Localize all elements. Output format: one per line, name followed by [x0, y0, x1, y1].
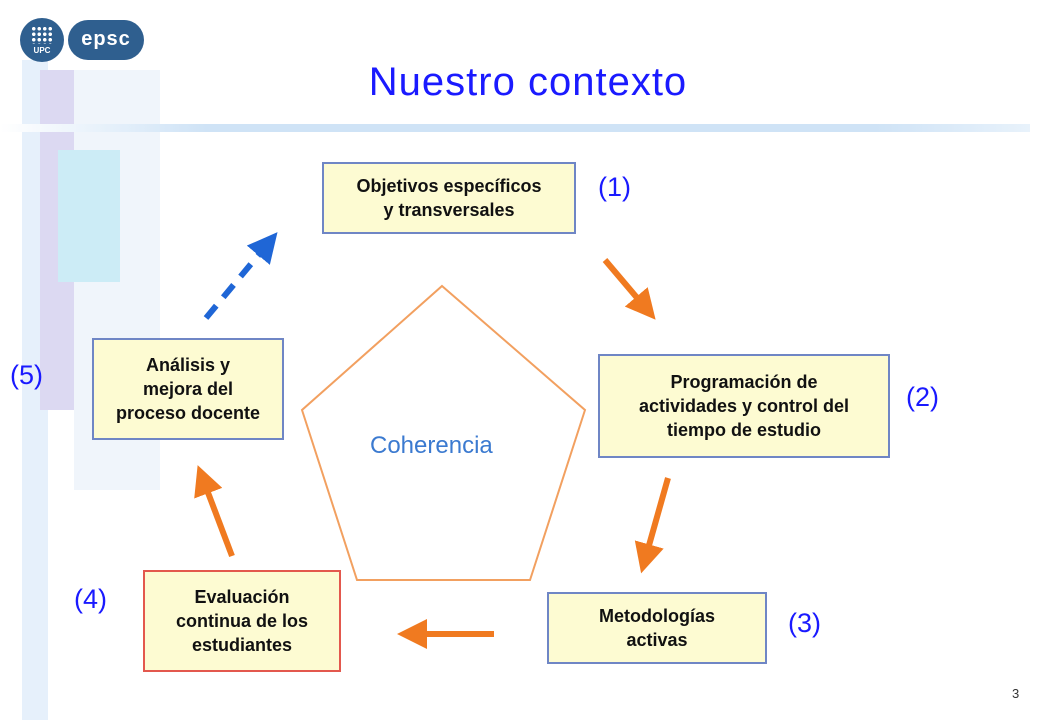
step-box-5: Análisis y mejora del proceso docente [92, 338, 284, 440]
step-box-4: Evaluación continua de los estudiantes [143, 570, 341, 672]
center-label: Coherencia [370, 432, 493, 459]
epsc-logo: epsc [68, 20, 144, 60]
page-number: 3 [1012, 686, 1020, 701]
step-box-1: Objetivos específicos y transversales [322, 162, 576, 234]
decor-block [58, 150, 120, 282]
step-number-4: (4) [74, 584, 107, 614]
step-number-2: (2) [906, 382, 939, 412]
step-box-3: Metodologías activas [547, 592, 767, 664]
arrow-1-to-2 [602, 258, 656, 320]
upc-logo-icon [31, 26, 53, 44]
step-number-5: (5) [10, 360, 43, 390]
step-number-1: (1) [598, 172, 631, 202]
arrow-4-to-5 [194, 465, 235, 558]
arrow-2-to-3 [634, 477, 671, 574]
upc-logo: UPC [20, 18, 64, 62]
coherence-pentagon [300, 284, 587, 581]
step-number-3: (3) [788, 608, 821, 638]
arrow-5-to-1-dashed [203, 232, 278, 320]
title-underline [0, 124, 1030, 132]
step-box-2: Programación de actividades y control de… [598, 354, 890, 458]
slide-title: Nuestro contexto [368, 60, 688, 104]
